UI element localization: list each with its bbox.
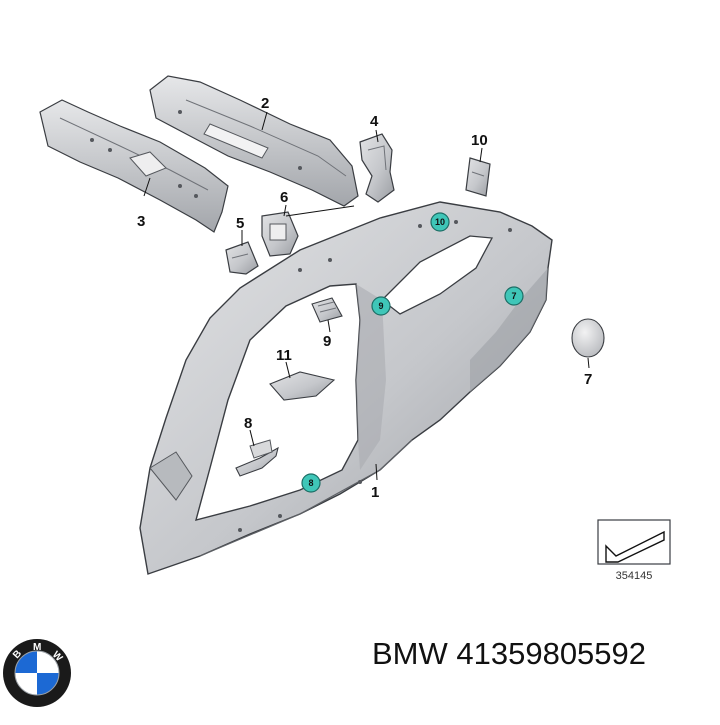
- callout-2: 2: [261, 95, 269, 112]
- leader-2: [261, 111, 268, 131]
- callout-3: 3: [137, 213, 145, 230]
- leader-6: [283, 204, 287, 217]
- svg-text:M: M: [33, 642, 41, 653]
- callouts: 2 3 4 10 6 5 9 11 8 1 7: [137, 95, 592, 501]
- part-2-cross-member: [149, 75, 359, 207]
- leader-7: [587, 357, 590, 369]
- part-3-rear-rail: [39, 99, 229, 233]
- callout-8: 8: [244, 415, 252, 432]
- callout-1: 1: [371, 484, 379, 501]
- callout-6: 6: [280, 189, 288, 206]
- reference-box: 354145: [597, 519, 671, 582]
- part-8-bracket: [235, 439, 279, 477]
- part-1-side-panel: [139, 201, 553, 575]
- callout-4: 4: [370, 113, 379, 130]
- badge-7: 7: [511, 291, 516, 301]
- callout-9: 9: [323, 333, 331, 350]
- part-5-bracket: [225, 241, 259, 275]
- badge-7-marker: [504, 286, 524, 306]
- leader-9: [327, 319, 331, 333]
- badge-8: 8: [308, 478, 313, 488]
- part-9-plate: [311, 297, 343, 323]
- part-number-caption: BMW 41359805592: [372, 636, 647, 671]
- leader-10: [479, 147, 483, 163]
- part-6-reinforcement: [261, 211, 299, 257]
- leader-8: [249, 429, 255, 447]
- badge-10: 10: [435, 217, 445, 227]
- callout-7: 7: [584, 371, 592, 388]
- reference-number: 354145: [616, 570, 653, 582]
- leader-4: [375, 129, 379, 143]
- part-4-bracket: [359, 133, 395, 203]
- bmw-logo: B M W: [3, 639, 71, 707]
- badge-8-marker: [301, 473, 321, 493]
- badge-10-marker: [430, 212, 450, 232]
- callout-10: 10: [471, 132, 488, 149]
- part-7-fuel-cap: [571, 318, 605, 358]
- reference-symbol-icon: [605, 530, 665, 563]
- part-10-plate: [465, 157, 491, 197]
- badge-9-marker: [371, 296, 391, 316]
- leader-11: [285, 361, 291, 379]
- leader-3: [143, 177, 151, 197]
- leader-lines: [143, 111, 590, 481]
- leader-6-tail: [285, 205, 355, 217]
- callout-5: 5: [236, 215, 244, 232]
- callout-11: 11: [276, 347, 292, 364]
- badge-9: 9: [378, 301, 383, 311]
- leader-1: [375, 463, 378, 481]
- part-11-pad: [269, 371, 336, 401]
- bmw-logo-letters: B M W: [11, 642, 65, 664]
- position-badges: 10 9 7 8: [301, 212, 524, 493]
